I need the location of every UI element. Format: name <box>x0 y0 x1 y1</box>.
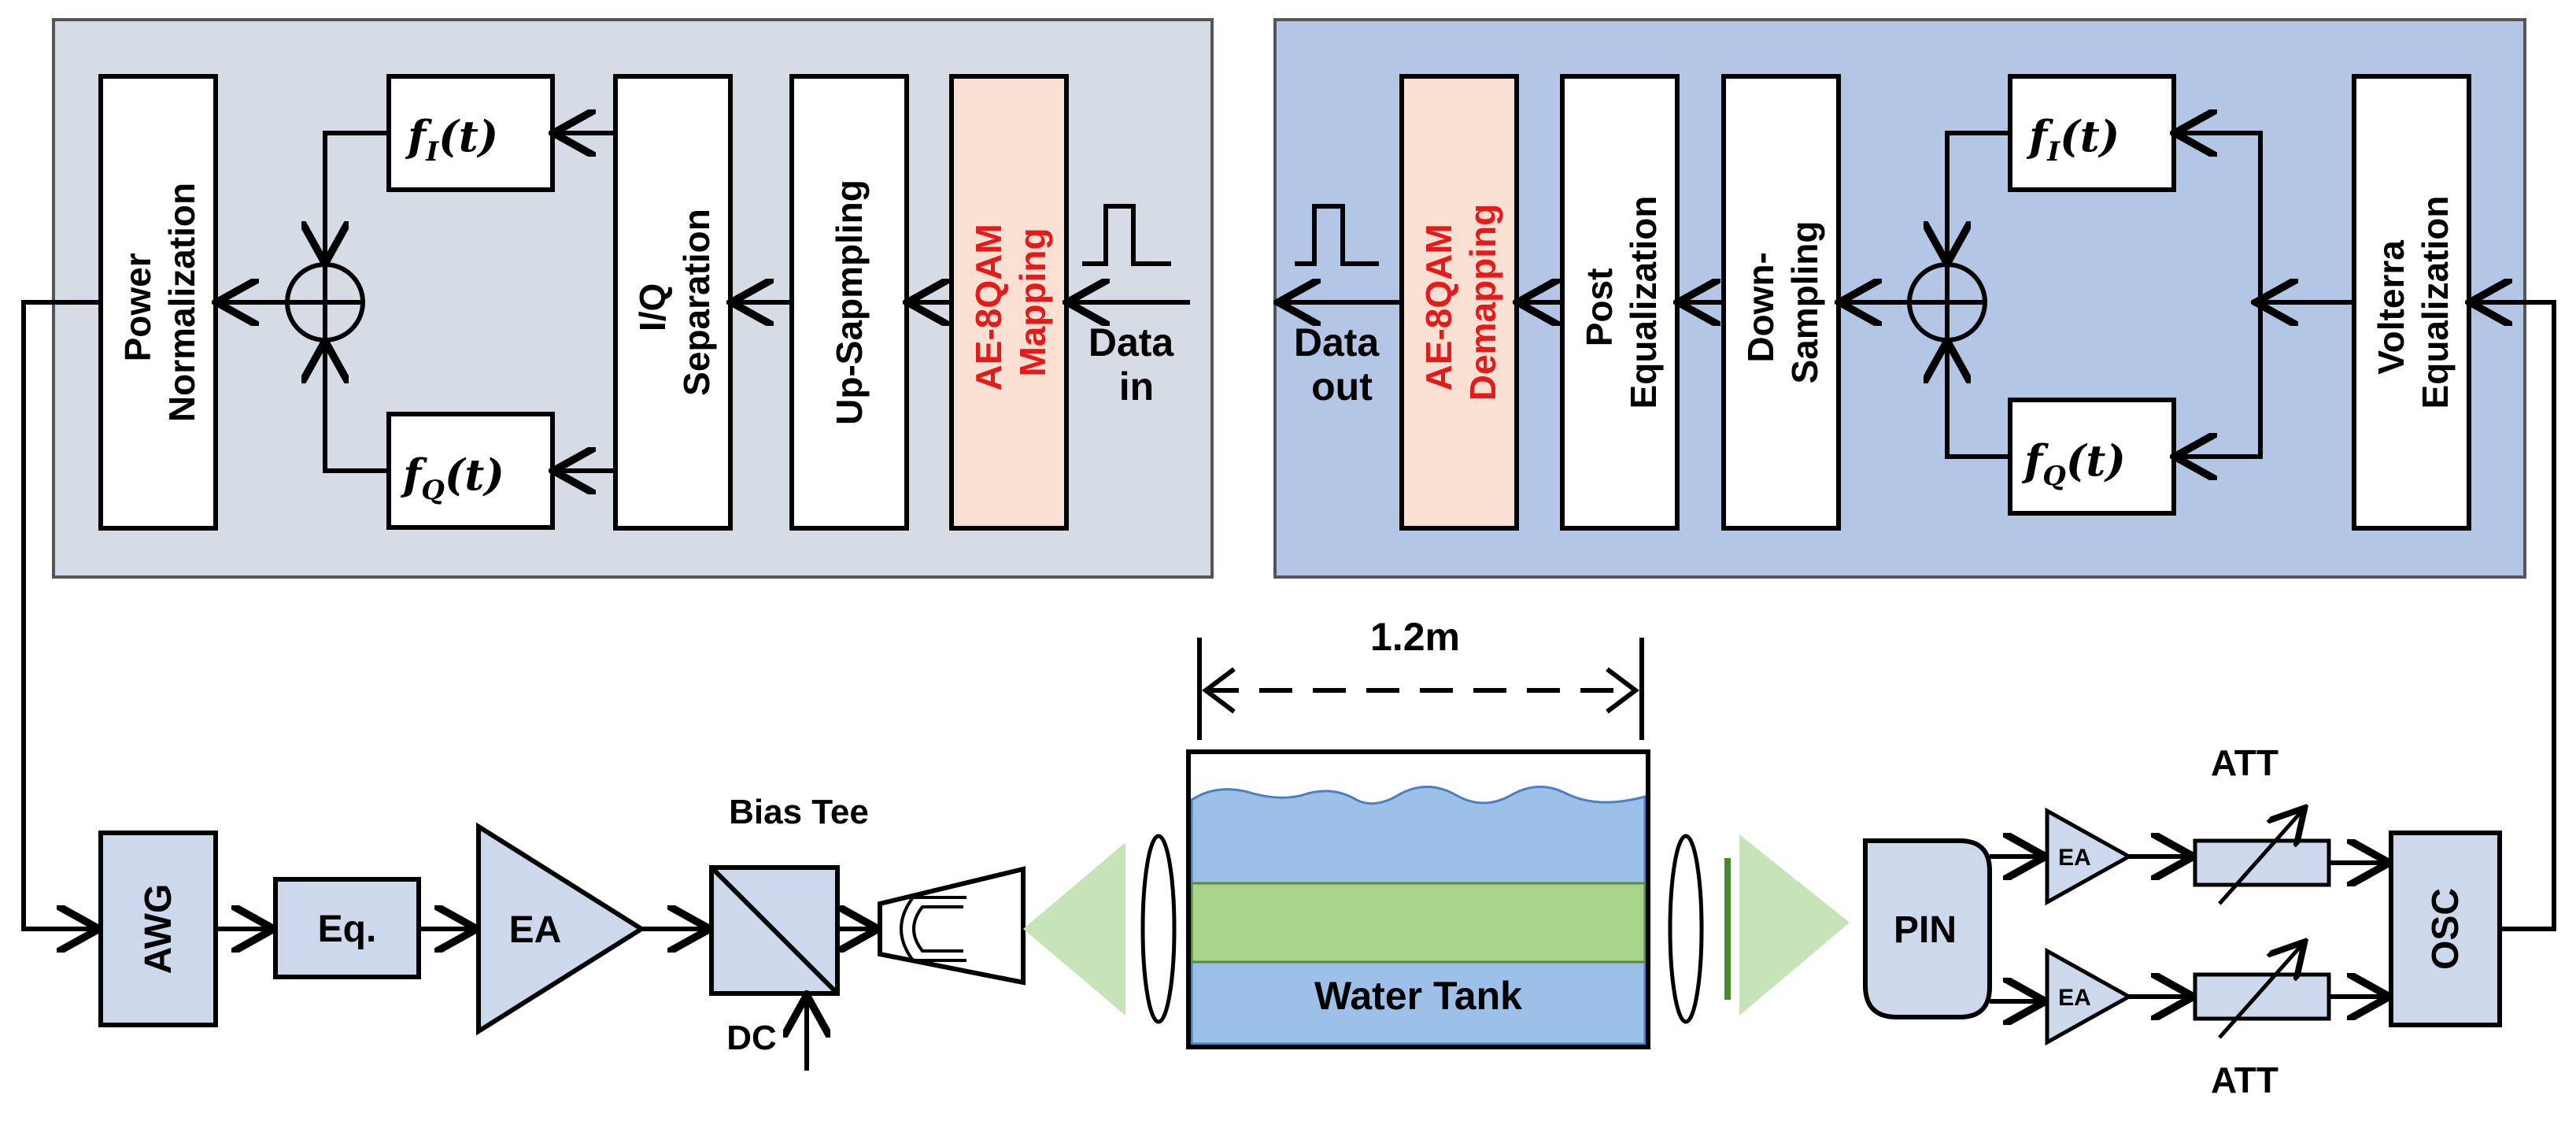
pin-label: PIN <box>1894 909 1957 951</box>
rx-fi-block: fI(t) <box>2008 74 2176 192</box>
upsampling-label: Up-Sapmpling <box>829 179 870 425</box>
post-equalization-block: Post Equalization <box>1560 74 1680 531</box>
ea-label: EA <box>509 909 562 951</box>
rx-fi-arg: (t) <box>2060 111 2120 161</box>
demapping-label-2: Demapping <box>1462 204 1503 401</box>
water-tank: Water Tank <box>1186 749 1650 1049</box>
volterra-equalization-block: Volterra Equalization <box>2352 74 2471 531</box>
awg-block: AWG <box>98 831 218 1027</box>
tx-lens-icon <box>1140 834 1177 1024</box>
eq-block: Eq. <box>273 877 421 979</box>
osc-label: OSC <box>2425 888 2467 970</box>
rx-beam <box>1739 834 1850 1016</box>
osc-block: OSC <box>2389 831 2502 1027</box>
att-bottom-label: ATT <box>2211 1060 2278 1101</box>
laser-diode-icon <box>878 866 1026 986</box>
svg-text:fI(t): fI(t) <box>2026 111 2120 168</box>
ea-small-top-icon: EA <box>2045 807 2134 906</box>
svg-text:AE-8QAM Mapping: AE-8QAM Mapping <box>968 214 1053 391</box>
svg-text:Data in: Data in <box>1088 320 1185 409</box>
att-bottom-icon: ATT <box>2193 945 2331 1101</box>
tx-fq-sub: Q <box>421 475 445 506</box>
volterra-label-2: Equalization <box>2415 196 2456 409</box>
power-normalization-block: Power Normalization <box>98 74 218 531</box>
svg-text:fQ(t): fQ(t) <box>400 450 504 506</box>
svg-text:Down- Sampling: Down- Sampling <box>1740 220 1825 383</box>
rx-connectors <box>1283 133 2556 931</box>
distance-label: 1.2m <box>1370 615 1460 659</box>
ea-amplifier-icon: EA <box>476 822 646 1036</box>
ea-small-bottom-icon: EA <box>2045 947 2134 1046</box>
volterra-label-1: Volterra <box>2371 240 2412 375</box>
svg-text:fI(t): fI(t) <box>405 111 498 168</box>
ea-small-top-label: EA <box>2058 845 2091 871</box>
power-normalization-label-2: Normalization <box>161 183 202 422</box>
tx-fq-arg: (t) <box>445 450 504 500</box>
pin-photodiode-block: PIN <box>1863 838 1992 1019</box>
tx-beam <box>1023 842 1125 1016</box>
data-in-wave-icon <box>1082 204 1171 266</box>
svg-text:Up-Sapmpling: Up-Sapmpling <box>829 179 870 425</box>
iq-separation-block: I/Q Separation <box>613 74 733 531</box>
data-out-label-2: out <box>1311 364 1373 409</box>
rx-fq-sub: Q <box>2042 461 2066 492</box>
downsampling-label-1: Down- <box>1740 252 1781 363</box>
water-tank-label: Water Tank <box>1314 974 1522 1018</box>
svg-text:Power Normalization: Power Normalization <box>117 183 202 422</box>
tx-fi-block: fI(t) <box>386 74 555 192</box>
tx-fi-arg: (t) <box>438 111 498 161</box>
rx-fq-block: fQ(t) <box>2008 398 2176 516</box>
svg-text:AE-8QAM Demapping: AE-8QAM Demapping <box>1418 204 1503 401</box>
ae8qam-demapping-block: AE-8QAM Demapping <box>1399 74 1519 531</box>
att-top-icon: ATT <box>2193 742 2331 905</box>
data-in-label-1: Data <box>1088 320 1175 364</box>
svg-text:Volterra Equalization: Volterra Equalization <box>2371 196 2456 409</box>
data-in-label-2: in <box>1119 364 1154 409</box>
rx-summer-icon <box>1907 262 1987 342</box>
svg-text:I/Q Separation: I/Q Separation <box>632 209 717 396</box>
power-normalization-label-1: Power <box>117 253 158 361</box>
tx-summer-icon <box>285 262 365 342</box>
svg-text:AWG: AWG <box>138 884 179 975</box>
mapping-label-2: Mapping <box>1012 228 1053 376</box>
iq-separation-label-1: I/Q <box>632 283 673 331</box>
svg-text:OSC: OSC <box>2425 888 2467 970</box>
distance-indicator: 1.2m <box>1197 615 1644 740</box>
downsampling-block: Down- Sampling <box>1721 74 1841 531</box>
bias-tee-label: Bias Tee <box>729 793 869 831</box>
rx-lens-icon <box>1668 834 1704 1024</box>
tx-fq-block: fQ(t) <box>386 412 555 530</box>
svg-text:fQ(t): fQ(t) <box>2021 435 2126 492</box>
data-out-wave-icon <box>1295 204 1379 266</box>
demapping-label-1: AE-8QAM <box>1418 224 1459 390</box>
downsampling-label-2: Sampling <box>1784 220 1825 383</box>
rx-fi-sub: I <box>2046 136 2060 168</box>
svg-text:Post Equalization: Post Equalization <box>1579 196 1664 409</box>
awg-label: AWG <box>138 884 179 975</box>
mapping-label-1: AE-8QAM <box>968 224 1009 390</box>
ae8qam-mapping-block: AE-8QAM Mapping <box>949 74 1069 531</box>
eq-label: Eq. <box>318 908 377 950</box>
upsampling-block: Up-Sapmpling <box>789 74 909 531</box>
ea-small-bottom-label: EA <box>2058 985 2091 1011</box>
dc-label: DC <box>726 1019 777 1057</box>
post-eq-label-1: Post <box>1579 268 1620 347</box>
tx-fi-sub: I <box>425 136 439 168</box>
bias-tee-block: Bias Tee DC <box>709 793 869 1071</box>
post-eq-label-2: Equalization <box>1623 196 1664 409</box>
att-top-label: ATT <box>2211 742 2278 783</box>
tx-connectors <box>21 133 1190 929</box>
data-out-label-1: Data <box>1294 320 1380 364</box>
svg-text:Data out: Data out <box>1294 320 1390 409</box>
rx-fq-arg: (t) <box>2066 435 2126 486</box>
iq-separation-label-2: Separation <box>676 209 717 396</box>
